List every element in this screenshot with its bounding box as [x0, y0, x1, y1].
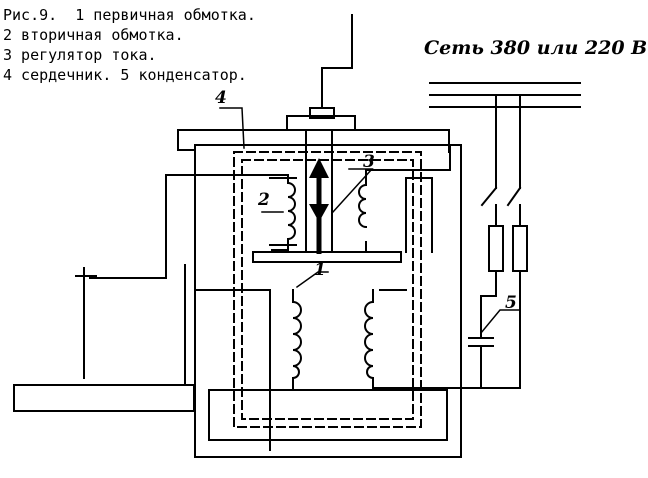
figure-number: Рис.9. — [3, 6, 58, 24]
network-bus-bars — [429, 82, 581, 108]
callout-capacitor: 5 — [505, 293, 517, 313]
legend-item-1: 1 первичная обмотка. — [57, 6, 256, 24]
callout-regulator: 3 — [363, 152, 375, 172]
legend-item-4-5: 4 сердечник. 5 конденсатор. — [3, 66, 247, 84]
capacitor — [379, 295, 521, 389]
primary-winding-coil — [291, 300, 302, 380]
workpiece — [13, 384, 195, 412]
fuse-left — [488, 225, 504, 272]
callout-secondary: 2 — [257, 190, 270, 210]
secondary-winding-coil-right — [358, 183, 368, 229]
callout-core: 4 — [215, 88, 227, 108]
regulator-plate — [252, 251, 402, 263]
network-label: Сеть 380 или 220 В — [424, 37, 647, 59]
welding-output — [13, 267, 195, 412]
switch-and-fuses — [480, 94, 528, 389]
secondary-winding-coil — [286, 181, 296, 241]
fuse-right — [512, 225, 528, 272]
callout-primary: 1 — [314, 260, 326, 280]
secondary-leads — [165, 144, 451, 451]
legend-item-2: 2 вторичная обмотка. — [3, 26, 184, 44]
regulator-arrow — [309, 158, 329, 254]
callout-leaders — [219, 107, 521, 335]
legend-item-3: 3 регулятор тока. — [3, 46, 157, 64]
legend: Рис.9. 1 первичная обмотка. 2 вторичная … — [3, 5, 256, 85]
primary-winding-coil-right — [364, 300, 375, 380]
